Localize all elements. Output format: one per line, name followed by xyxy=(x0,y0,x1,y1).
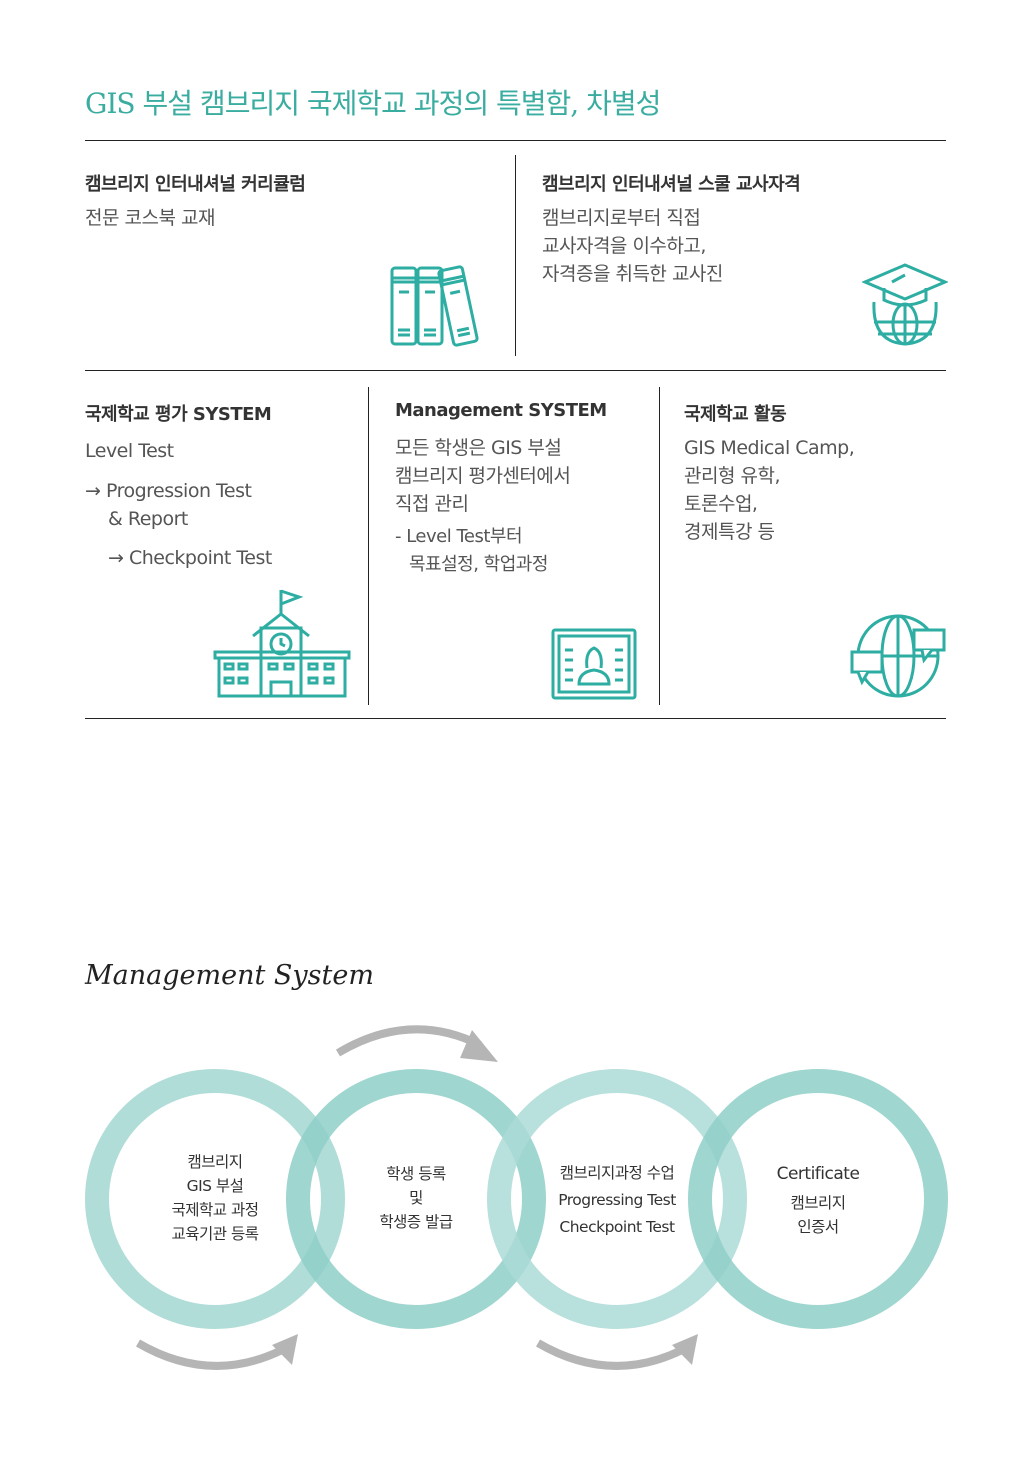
arrow-top xyxy=(335,1025,482,1057)
cell-heading: 국제학교 평가 SYSTEM xyxy=(85,404,272,425)
arrow-bottom-1 xyxy=(135,1339,284,1370)
arrow-bottom-2 xyxy=(535,1339,684,1370)
text-line: 학생증 발급 xyxy=(379,1213,453,1231)
ring-step-2 xyxy=(286,1069,546,1329)
graduation-globe-icon xyxy=(862,263,948,346)
cell-heading: 캠브리지 인터내셔널 커리큘럼 xyxy=(85,174,306,195)
text-line: 인증서 xyxy=(797,1218,839,1236)
step-3-text: 캠브리지과정 수업 Progressing Test Checkpoint Te… xyxy=(517,1160,717,1241)
text-line: 자격증을 취득한 교사진 xyxy=(542,263,723,285)
cell-text: & Report xyxy=(108,508,188,530)
text-line: Certificate xyxy=(776,1164,860,1184)
text-line: 국제학교 과정 xyxy=(171,1201,260,1219)
cell-text: 캠브리지로부터 직접 교사자격을 이수하고, 자격증을 취득한 교사진 xyxy=(542,204,723,288)
cell-text: → Checkpoint Test xyxy=(108,547,272,569)
divider xyxy=(85,370,946,371)
text-line: 토론수업, xyxy=(684,493,758,515)
text-line: 모든 학생은 GIS 부설 xyxy=(395,437,562,459)
cell-text: GIS Medical Camp, 관리형 유학, 토론수업, 경제특강 등 xyxy=(684,434,855,546)
text-line: 교육기관 등록 xyxy=(171,1225,260,1243)
text-line: 경제특강 등 xyxy=(684,521,775,543)
text-line: GIS 부설 xyxy=(186,1177,244,1195)
text-line: 학생 등록 xyxy=(386,1165,446,1183)
text-line: 직접 관리 xyxy=(395,493,469,515)
cell-subtext: - Level Test부터 xyxy=(395,526,523,547)
ring-step-3 xyxy=(487,1069,747,1329)
books-icon xyxy=(390,265,479,347)
cell-text: 모든 학생은 GIS 부설 캠브리지 평가센터에서 직접 관리 xyxy=(395,434,571,518)
divider xyxy=(515,155,516,356)
management-cycle-diagram xyxy=(85,1025,948,1370)
text-line: 캠브리지 xyxy=(790,1194,846,1212)
school-building-icon xyxy=(213,589,351,698)
id-certificate-icon xyxy=(551,628,637,700)
text-line: 캠브리지로부터 직접 xyxy=(542,207,701,229)
step-2-text: 학생 등록 및 학생증 발급 xyxy=(316,1162,516,1234)
ring-step-1 xyxy=(85,1069,345,1329)
step-1-text: 캠브리지 GIS 부설 국제학교 과정 교육기관 등록 xyxy=(115,1150,315,1246)
text-line: 교사자격을 이수하고, xyxy=(542,235,706,257)
section-title: Management System xyxy=(85,960,374,991)
cell-heading: 캠브리지 인터내셔널 스쿨 교사자격 xyxy=(542,174,801,195)
cell-subtext: 목표설정, 학업과정 xyxy=(409,554,548,575)
text-line: 및 xyxy=(409,1189,423,1207)
divider xyxy=(85,140,946,141)
divider xyxy=(659,387,660,705)
page-title: GIS 부설 캠브리지 국제학교 과정의 특별함, 차별성 xyxy=(85,87,661,120)
text-line: 캠브리지과정 수업 xyxy=(559,1164,675,1182)
cell-heading: 국제학교 활동 xyxy=(684,404,787,425)
divider xyxy=(85,718,946,719)
step-4-text: Certificate 캠브리지 인증서 xyxy=(718,1160,918,1242)
text-line: 관리형 유학, xyxy=(684,465,780,487)
text-line: 캠브리지 평가센터에서 xyxy=(395,465,571,487)
cell-heading: Management SYSTEM xyxy=(395,400,607,421)
text-line: Checkpoint Test xyxy=(559,1218,675,1236)
cell-text: Level Test xyxy=(85,440,174,462)
cell-text: 전문 코스북 교재 xyxy=(85,207,215,229)
ring-step-4 xyxy=(688,1069,948,1329)
globe-chat-icon xyxy=(850,614,946,698)
divider xyxy=(368,387,369,705)
text-line: 캠브리지 xyxy=(187,1153,243,1171)
text-line: Progressing Test xyxy=(558,1191,676,1209)
text-line: GIS Medical Camp, xyxy=(684,437,855,459)
cell-text: → Progression Test xyxy=(85,480,252,502)
